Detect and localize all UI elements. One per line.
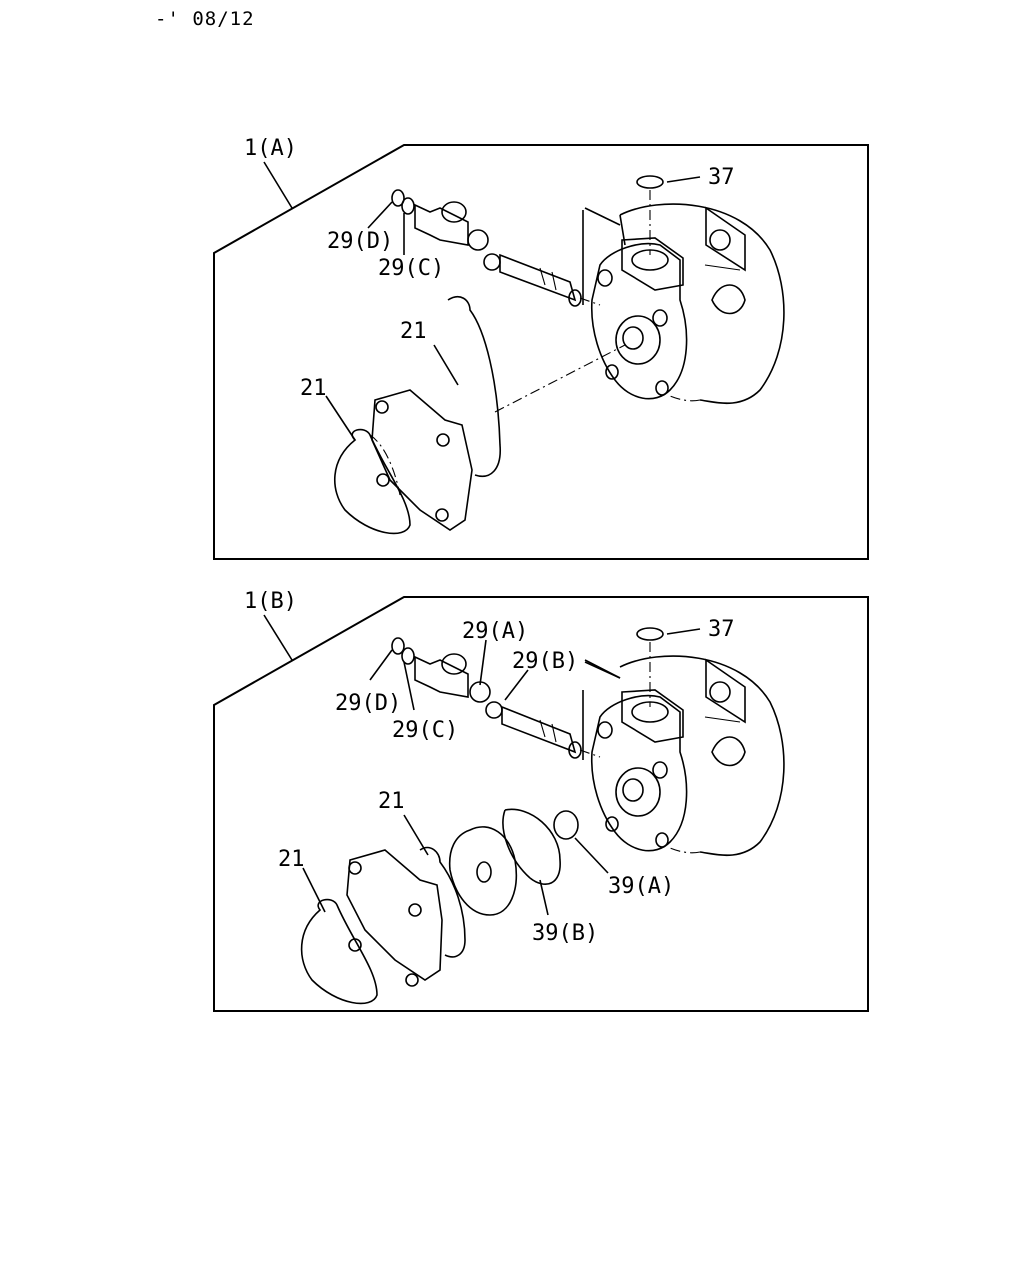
valve-stem-b (391, 637, 601, 759)
assembly-label-1a: 1(A) (244, 136, 297, 161)
cover-gaskets (334, 295, 626, 535)
callout-29d-a: 29(D) (327, 229, 393, 254)
callout-29a-b: 29(A) (462, 619, 528, 644)
callout-29c-a: 29(C) (378, 256, 444, 281)
pump-housing (582, 203, 785, 405)
seal-37-a (636, 175, 664, 189)
spacer-and-rings (448, 808, 579, 916)
seal-37-b (636, 627, 664, 641)
callout-21-b-upper: 21 (378, 789, 405, 814)
panel-b: 1(B) 37 (213, 589, 869, 1012)
assembly-label-1b: 1(B) (244, 589, 297, 614)
callout-39a-b: 39(A) (608, 874, 674, 899)
callout-37-b: 37 (708, 617, 735, 642)
callout-21-a-upper: 21 (400, 319, 427, 344)
callout-39b-b: 39(B) (532, 921, 598, 946)
callout-29b-b: 29(B) (512, 649, 578, 674)
callout-37-a: 37 (708, 165, 735, 190)
callout-21-a-lower: 21 (300, 376, 327, 401)
panel-b-frame (213, 596, 869, 1012)
panel-a: 1(A) 37 (213, 136, 869, 560)
callout-21-b-lower: 21 (278, 847, 305, 872)
valve-stem (391, 189, 601, 307)
callout-29d-b: 29(D) (335, 691, 401, 716)
cover-gaskets-b (300, 846, 466, 1005)
page-code: -' 08/12 (155, 8, 255, 30)
pump-housing-b (582, 655, 785, 857)
panel-a-frame (213, 144, 869, 560)
callout-29c-b: 29(C) (392, 718, 458, 743)
